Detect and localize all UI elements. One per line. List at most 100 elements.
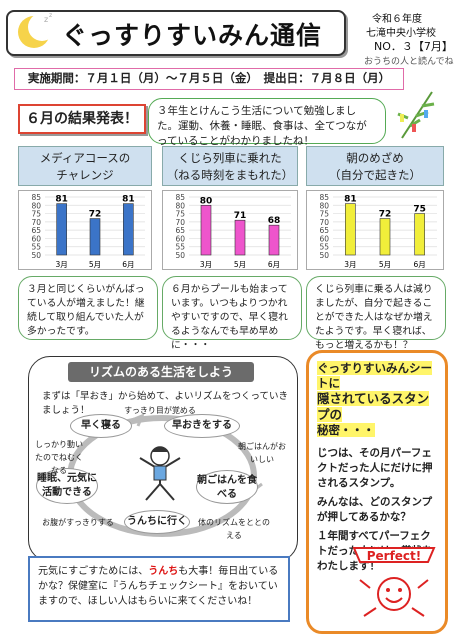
notice-accent: うんち bbox=[148, 566, 179, 577]
note-tired: しっかり動いたのでねむくなる bbox=[35, 440, 83, 475]
y-tick-label: 55 bbox=[175, 243, 185, 252]
x-tick-label: 6月 bbox=[122, 260, 134, 269]
comment-media: ３月と同じくらいがんばっている人が増えました！継続して取り組んでいた人が多かった… bbox=[18, 276, 158, 340]
note-refresh: すっきり目が覚める bbox=[124, 406, 196, 415]
y-tick-label: 70 bbox=[175, 218, 185, 227]
intro-bubble: ３年生とけんこう生活について勉強しました。運動、休養・睡眠、食事は、全てつながっ… bbox=[148, 98, 386, 147]
step-breakfast: 朝ごはんを食べる bbox=[196, 470, 258, 504]
y-tick-label: 75 bbox=[319, 210, 329, 219]
bar-value-label: 81 bbox=[55, 195, 68, 205]
page-title: ぐっすりすいみん通信 bbox=[62, 21, 323, 50]
notice-text: も大事！毎日出ているかな？保健室に『うんちチェックシート』をおいていますので、ほ… bbox=[38, 566, 279, 607]
sleeping-moon-icon: z z bbox=[18, 12, 56, 48]
side-body-line: みんなは、どのスタンプが押してあるかな？ bbox=[317, 496, 433, 523]
perfect-stamp-icon: Perfect! bbox=[352, 547, 436, 617]
y-tick-label: 65 bbox=[175, 226, 185, 235]
side-heading-line: ぐっすりすいみんシートに bbox=[317, 361, 432, 390]
header-note: おうちの人と読んでね bbox=[364, 57, 454, 67]
x-tick-label: 5月 bbox=[89, 260, 101, 269]
y-tick-label: 80 bbox=[31, 201, 41, 210]
note-rhythm: 体のリズムをととのえる bbox=[198, 518, 270, 540]
bar-value-label: 71 bbox=[234, 211, 247, 221]
bar-value-label: 68 bbox=[268, 216, 281, 226]
bar-value-label: 81 bbox=[344, 195, 357, 205]
category-label: チャレンジ bbox=[56, 168, 114, 182]
comment-wakeup: くじら列車に乗る人は減りましたが、自分で起きることができた人はなぜか増えたようで… bbox=[306, 276, 446, 351]
school-year: 令和６年度 bbox=[372, 14, 422, 25]
bar bbox=[234, 219, 246, 256]
y-tick-label: 55 bbox=[31, 243, 41, 252]
category-wakeup: 朝のめざめ （自分で起きた） bbox=[306, 146, 444, 186]
category-media: メディアコースの チャレンジ bbox=[18, 146, 152, 186]
bar-value-label: 81 bbox=[122, 195, 135, 205]
svg-text:z: z bbox=[49, 12, 52, 19]
issue-number: NO．３【7月】 bbox=[374, 40, 453, 53]
category-label: （ねる時刻をまもれた） bbox=[166, 168, 294, 182]
step-active: 睡眠、元気に活動できる bbox=[36, 468, 98, 504]
results-heading: ６月の結果発表！ bbox=[18, 104, 146, 134]
category-label: 朝のめざめ bbox=[346, 151, 404, 165]
bar bbox=[89, 218, 101, 256]
category-whale-train: くじら列車に乗れた （ねる時刻をまもれた） bbox=[162, 146, 298, 186]
note-hungry: 朝ごはんがおいしい bbox=[238, 442, 286, 464]
notice-text: 元気にすごすためには、 bbox=[38, 566, 149, 577]
bar-value-label: 80 bbox=[200, 196, 213, 206]
y-tick-label: 80 bbox=[175, 201, 185, 210]
side-body: じつは、その月パーフェクトだった人にだけに押されるスタンプ。 みんなは、どのスタ… bbox=[317, 446, 437, 574]
x-tick-label: 3月 bbox=[344, 260, 356, 269]
side-heading-line: 秘密・・・ bbox=[317, 423, 375, 437]
x-tick-label: 3月 bbox=[200, 260, 212, 269]
y-tick-label: 70 bbox=[31, 218, 41, 227]
y-tick-label: 65 bbox=[319, 226, 329, 235]
x-tick-label: 3月 bbox=[56, 260, 68, 269]
step-sleep-early: 早く寝る bbox=[70, 414, 132, 438]
y-tick-label: 75 bbox=[175, 210, 185, 219]
y-tick-label: 80 bbox=[319, 201, 329, 210]
stamp-secret-panel: ぐっすりすいみんシートに 隠されているスタンプの 秘密・・・ じつは、その月パー… bbox=[306, 350, 448, 634]
school-name: 七滝中央小学校 bbox=[366, 28, 436, 39]
category-label: メディアコースの bbox=[39, 151, 131, 165]
bar bbox=[56, 203, 67, 256]
bar bbox=[379, 218, 391, 256]
y-tick-label: 50 bbox=[31, 251, 41, 260]
y-tick-label: 65 bbox=[31, 226, 41, 235]
unchi-check-notice: 元気にすごすためには、うんちも大事！毎日出ているかな？保健室に『うんちチェックシ… bbox=[28, 556, 290, 622]
bar bbox=[268, 224, 280, 256]
bar-value-label: 72 bbox=[89, 210, 102, 220]
side-heading-line: 隠されているスタンプの bbox=[317, 391, 430, 422]
category-label: （自分で起きた） bbox=[329, 168, 421, 182]
y-tick-label: 50 bbox=[175, 251, 185, 260]
period-banner: 実施期間：７月１日（月）～７月５日（金） 提出日：７月８日（月） bbox=[14, 68, 404, 90]
bar bbox=[123, 203, 134, 256]
x-tick-label: 5月 bbox=[379, 260, 391, 269]
y-tick-label: 85 bbox=[31, 193, 41, 202]
y-tick-label: 70 bbox=[319, 218, 329, 227]
svg-text:z: z bbox=[44, 15, 48, 24]
bar-value-label: 75 bbox=[413, 205, 426, 215]
comment-whale-train: ６月からプールも始まっています。いつもよりつかれやすいですので、早く寝れるような… bbox=[162, 276, 302, 351]
step-poop: うんちに行く bbox=[124, 510, 190, 534]
title-banner bbox=[6, 10, 346, 56]
y-tick-label: 85 bbox=[175, 193, 185, 202]
y-tick-label: 60 bbox=[31, 234, 41, 243]
bar bbox=[414, 213, 425, 256]
category-label: くじら列車に乗れた bbox=[178, 151, 282, 165]
rhythm-lead: まずは「早おき」から始めて、よいリズムをつくっていきましょう！ bbox=[42, 391, 289, 416]
y-tick-label: 50 bbox=[319, 251, 329, 260]
x-tick-label: 6月 bbox=[268, 260, 280, 269]
y-tick-label: 55 bbox=[319, 243, 329, 252]
stamp-label: Perfect! bbox=[367, 549, 422, 563]
x-tick-label: 5月 bbox=[234, 260, 246, 269]
bar bbox=[200, 204, 212, 256]
step-wake-early: 早おきをする bbox=[164, 414, 240, 438]
y-tick-label: 75 bbox=[31, 210, 41, 219]
y-tick-label: 60 bbox=[319, 234, 329, 243]
jumping-child-icon bbox=[139, 446, 181, 501]
y-tick-label: 85 bbox=[319, 193, 329, 202]
side-heading: ぐっすりすいみんシートに 隠されているスタンプの 秘密・・・ bbox=[317, 361, 437, 438]
note-bowel: お腹がすっきりする bbox=[42, 518, 114, 527]
y-tick-label: 60 bbox=[175, 234, 185, 243]
